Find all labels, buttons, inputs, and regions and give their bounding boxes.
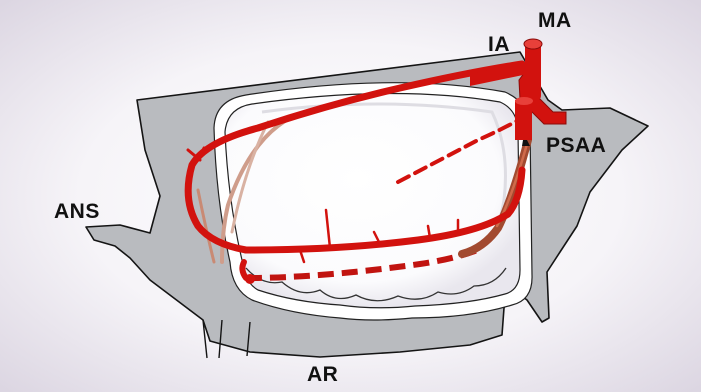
label-ar: AR <box>307 363 338 387</box>
psaa-takeoff <box>515 100 532 140</box>
maxillary-artery-cap <box>524 39 542 49</box>
label-ma: MA <box>538 9 572 33</box>
label-psaa: PSAA <box>546 134 606 158</box>
lower-left-stub <box>242 262 246 278</box>
lower-left-node <box>245 274 255 284</box>
label-ia: IA <box>488 33 510 57</box>
psaa-cap <box>515 97 533 105</box>
label-ans: ANS <box>54 200 100 224</box>
